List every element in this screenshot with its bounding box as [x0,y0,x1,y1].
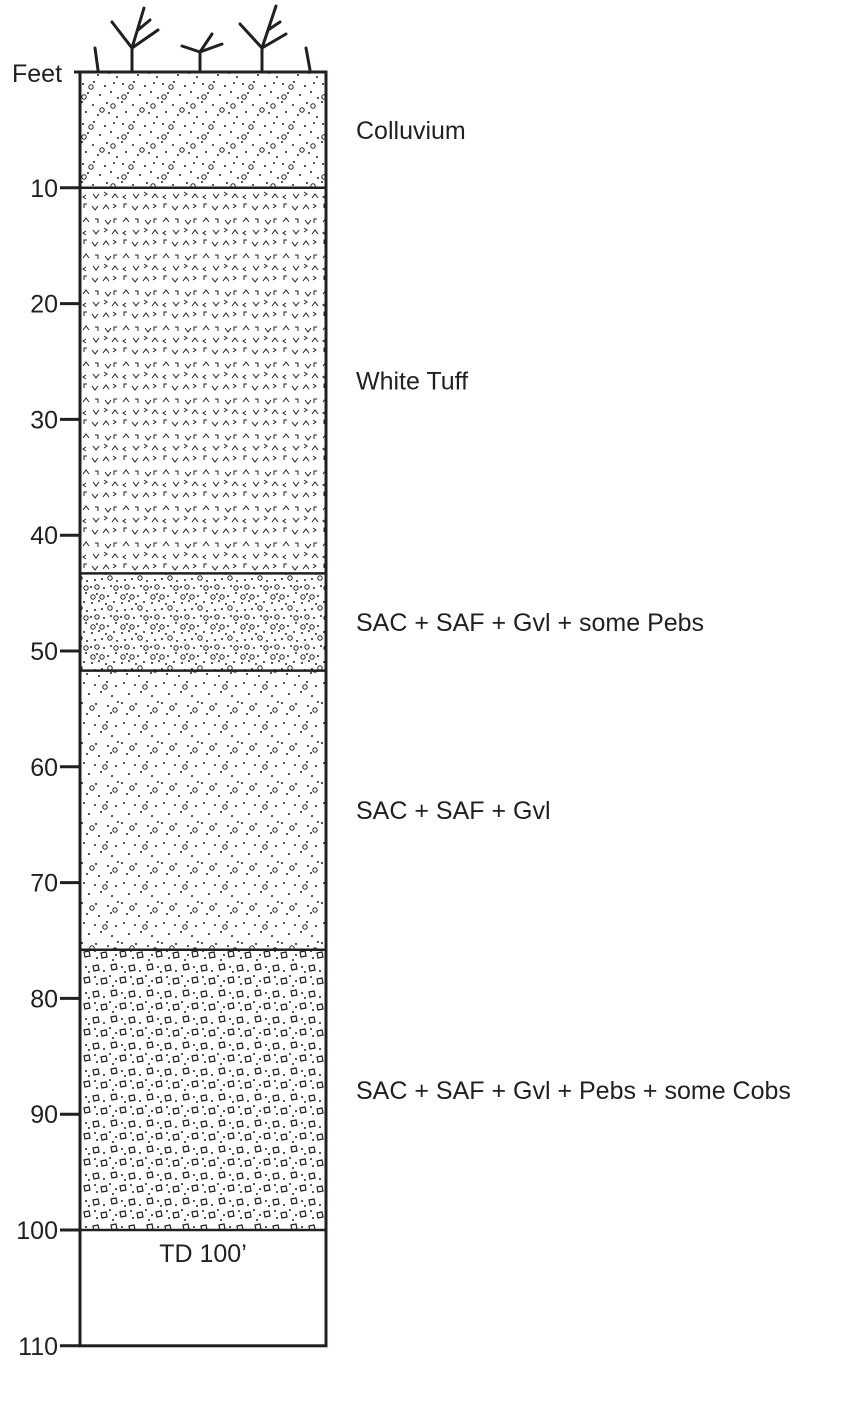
depth-tick-label: 20 [30,291,58,319]
boring-column [78,70,328,1348]
depth-tick-label: 10 [30,175,58,203]
vegetation-icon [93,4,312,72]
layer-sand-gravel [80,670,326,950]
layer-label: White Tuff [356,368,468,396]
depth-tick-label: 90 [30,1101,58,1129]
depth-axis: 10 20 30 40 50 60 70 80 90 100 110 [16,70,80,1361]
depth-tick-label: 70 [30,870,58,898]
depth-units-label: Feet [12,60,62,88]
layer-colluvium [80,72,326,188]
total-depth-label: TD 100’ [159,1240,247,1268]
layer-label: SAC + SAF + Gvl [356,797,551,825]
depth-tick-label: 80 [30,985,58,1013]
layer-label: SAC + SAF + Gvl + Pebs + some Cobs [356,1077,791,1105]
layer-label: Colluvium [356,117,466,145]
depth-tick-label: 50 [30,638,58,666]
depth-tick-label: 40 [30,522,58,550]
layer-dense-gravel [80,573,326,671]
lithology-layers [78,70,328,1348]
depth-tick-label: 30 [30,406,58,434]
depth-tick-label: 110 [18,1333,58,1361]
depth-tick-label: 60 [30,754,58,782]
depth-tick-label: 100 [16,1217,58,1245]
layer-label: SAC + SAF + Gvl + some Pebs [356,609,704,637]
layer-tuff [80,187,326,574]
layer-pebbles [80,949,326,1230]
